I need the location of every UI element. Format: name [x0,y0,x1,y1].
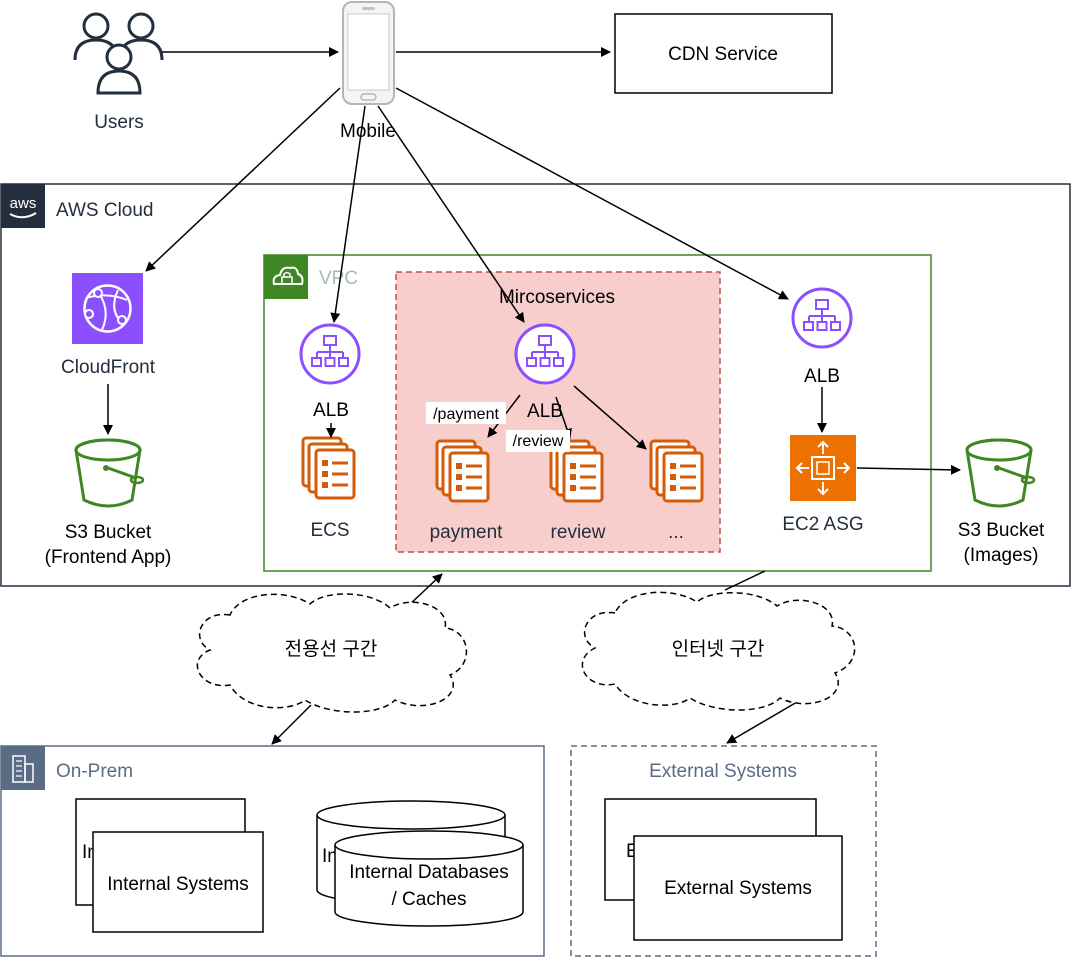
route-review-label: /review [513,433,564,450]
internal-db-label-2: / Caches [392,889,467,910]
more-service-label: ... [668,522,684,543]
ec2-chip-icon [790,435,856,501]
alb-microservices-label: ALB [527,401,563,422]
alb-ecs-icon [299,323,361,385]
more-service-icon [649,439,704,503]
cloudfront-icon [72,273,143,344]
users-icon [73,12,164,95]
external-systems-box [633,835,843,941]
svg-text:aws: aws [10,195,37,212]
alb-ec2-icon [791,287,853,349]
internal-db-back-label: In [322,846,338,867]
mobile-phone-icon [342,1,395,105]
external-systems-group [570,745,877,957]
internal-systems-label: Internal Systems [107,874,249,895]
route-review-box [506,430,570,452]
arrow-internet-external [726,701,798,744]
internet-cloud-icon [581,591,856,711]
internal-db-label-1: Internal Databases [349,862,509,883]
external-systems-group-label: External Systems [649,761,797,782]
alb-ecs-label: ALB [313,400,349,421]
s3-frontend-label-1: S3 Bucket [65,522,152,543]
route-payment-label: /payment [433,406,499,423]
vpc-lock-icon [264,255,308,299]
cdn-service-box [614,13,833,94]
s3-images-label-2: (Images) [964,545,1039,566]
link-vpc-internet [724,570,766,591]
alb-microservices-icon [514,323,576,385]
vpc-label: VPC [319,268,358,289]
aws-logo-icon: aws [1,184,45,228]
s3-frontend-label-2: (Frontend App) [45,547,172,568]
external-systems-label: External Systems [664,878,812,899]
arrow-mobile-alb-micro [377,105,525,323]
internal-db-cylinder [334,830,524,927]
route-payment-box [426,402,506,424]
review-service-label: review [551,522,606,543]
aws-cloud-label: AWS Cloud [56,200,154,221]
microservices-label: Mircoservices [499,287,615,308]
s3-bucket-icon [74,438,145,508]
private-line-label: 전용선 구간 [285,638,378,660]
arrow-ec2-s3 [856,464,961,475]
mobile-label: Mobile [340,121,396,142]
arrow-alb-more [573,385,647,450]
arrow-mobile-alb-ecs [330,105,366,323]
users-label: Users [94,112,144,133]
arrow-mobile-cloudfront [145,87,341,272]
payment-service-icon [435,439,490,503]
onprem-label: On-Prem [56,761,133,782]
arrow-private-onprem [271,704,312,745]
ec2-asg-label: EC2 ASG [782,514,863,535]
ecs-label: ECS [310,520,349,541]
internal-systems-box [92,831,264,933]
aws-cloud-group [0,183,1071,587]
s3-images-icon [965,438,1036,508]
building-icon [1,746,45,790]
payment-service-label: payment [430,522,504,543]
ecs-container-icon [301,436,356,500]
arrow-mobile-alb-ec2 [395,87,789,300]
cdn-service-label: CDN Service [668,44,778,65]
s3-images-label-1: S3 Bucket [958,520,1045,541]
private-line-cloud-icon [196,593,467,713]
internet-label: 인터넷 구간 [672,638,765,660]
alb-ec2-label: ALB [804,366,840,387]
onprem-group [0,745,545,957]
vpc-group [263,254,932,572]
cloudfront-label: CloudFront [61,357,156,378]
